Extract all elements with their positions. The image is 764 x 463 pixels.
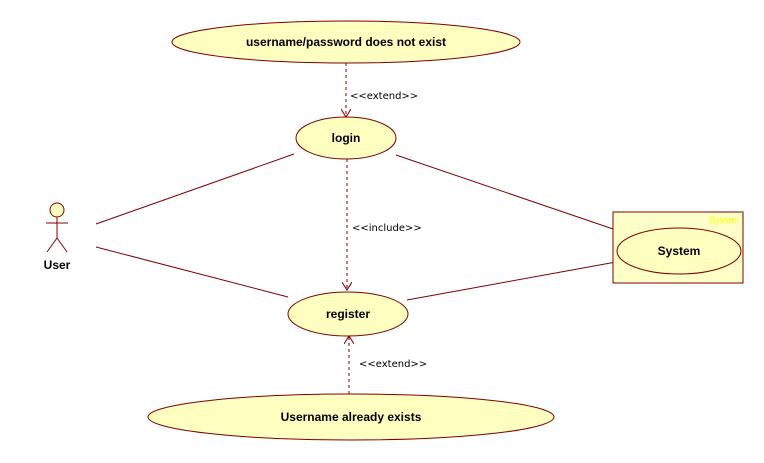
extend-label-login: <<extend>> <box>350 91 418 102</box>
association-user-register <box>95 246 289 298</box>
stick-figure-actor-icon <box>46 202 68 253</box>
usecase-login-label: login <box>332 131 361 145</box>
usecase-system[interactable]: System <box>616 227 742 275</box>
actor-user[interactable]: User <box>44 202 71 272</box>
usecase-already-exists[interactable]: Username already exists <box>147 393 555 441</box>
usecase-already-exists-label: Username already exists <box>281 410 422 424</box>
usecase-register-label: register <box>326 307 370 321</box>
extend-label-register: <<extend>> <box>359 359 427 370</box>
system-box-title: System <box>709 215 739 225</box>
usecase-login[interactable]: login <box>295 116 397 160</box>
association-user-login <box>95 153 295 225</box>
usecase-register[interactable]: register <box>287 291 409 337</box>
association-register-system <box>406 261 617 301</box>
usecase-not-exist-label: username/password does not exist <box>246 35 446 49</box>
actor-user-label: User <box>44 258 71 272</box>
usecase-not-exist[interactable]: username/password does not exist <box>171 20 521 64</box>
association-login-system <box>395 154 617 231</box>
system-box[interactable]: System System <box>612 211 744 284</box>
usecase-system-label: System <box>658 244 701 258</box>
include-label: <<include>> <box>352 223 422 234</box>
